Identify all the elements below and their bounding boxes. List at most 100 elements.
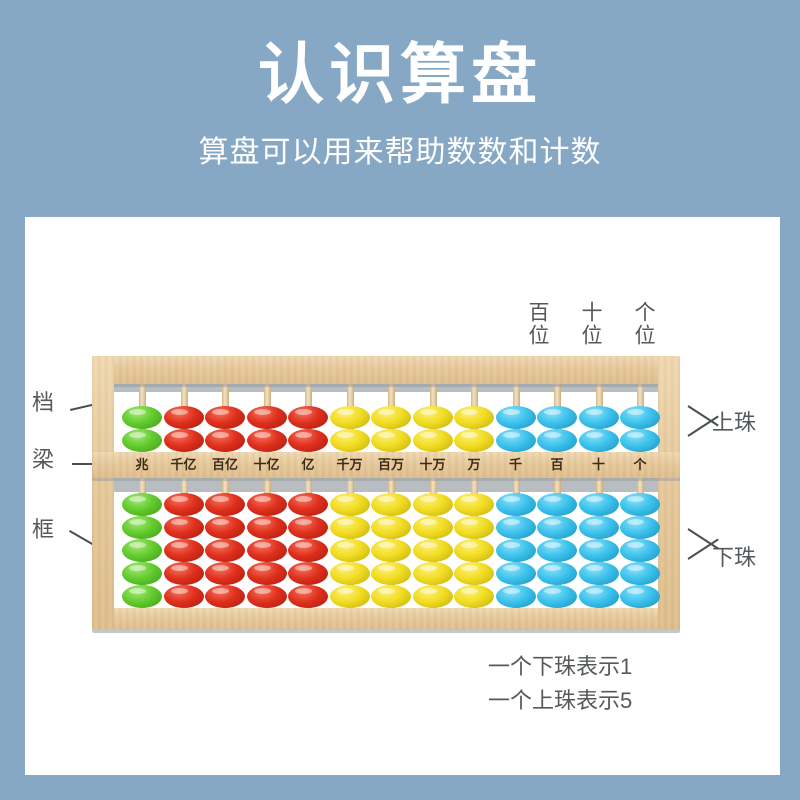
upper-bead[interactable] [578,429,619,452]
lower-bead[interactable] [122,493,162,516]
lower-bead[interactable] [578,516,619,539]
lower-bead[interactable] [288,585,328,608]
abacus-rod-7[interactable] [369,356,413,634]
upper-bead[interactable] [205,406,245,429]
lower-bead[interactable] [495,585,536,608]
lower-bead[interactable] [288,539,328,562]
lower-bead[interactable] [495,493,536,516]
lower-bead[interactable] [163,516,204,539]
upper-bead[interactable] [163,429,204,452]
upper-bead[interactable] [122,429,162,452]
lower-bead[interactable] [371,516,411,539]
lower-bead[interactable] [205,493,245,516]
abacus-rod-11[interactable] [535,356,579,634]
lower-bead[interactable] [246,493,287,516]
lower-bead[interactable] [412,585,453,608]
upper-bead[interactable] [495,429,536,452]
upper-bead[interactable] [288,406,328,429]
lower-bead[interactable] [620,585,660,608]
upper-bead[interactable] [246,406,287,429]
lower-bead[interactable] [620,493,660,516]
lower-bead[interactable] [454,562,494,585]
abacus-rod-12[interactable] [577,356,621,634]
lower-bead[interactable] [412,562,453,585]
lower-bead[interactable] [205,516,245,539]
upper-bead[interactable] [122,406,162,429]
lower-bead[interactable] [537,562,577,585]
lower-bead[interactable] [329,516,370,539]
lower-bead[interactable] [537,539,577,562]
lower-bead[interactable] [537,585,577,608]
abacus-rod-9[interactable] [452,356,496,634]
lower-bead[interactable] [288,562,328,585]
lower-bead[interactable] [495,562,536,585]
upper-bead[interactable] [537,406,577,429]
lower-bead[interactable] [537,516,577,539]
upper-bead[interactable] [329,429,370,452]
upper-bead[interactable] [495,406,536,429]
upper-bead[interactable] [620,429,660,452]
upper-bead[interactable] [371,429,411,452]
lower-bead[interactable] [495,539,536,562]
lower-bead[interactable] [371,539,411,562]
upper-bead[interactable] [246,429,287,452]
lower-bead[interactable] [122,539,162,562]
abacus-rod-8[interactable] [411,356,455,634]
lower-bead[interactable] [205,585,245,608]
lower-bead[interactable] [454,539,494,562]
abacus-rod-5[interactable] [286,356,330,634]
upper-bead[interactable] [329,406,370,429]
lower-bead[interactable] [288,516,328,539]
abacus-rod-4[interactable] [245,356,289,634]
lower-bead[interactable] [163,585,204,608]
abacus-rod-3[interactable] [203,356,247,634]
lower-bead[interactable] [288,493,328,516]
lower-bead[interactable] [246,539,287,562]
lower-bead[interactable] [122,585,162,608]
lower-bead[interactable] [329,493,370,516]
abacus-rod-1[interactable] [120,356,164,634]
lower-bead[interactable] [412,516,453,539]
lower-bead[interactable] [122,516,162,539]
lower-bead[interactable] [163,562,204,585]
lower-bead[interactable] [246,516,287,539]
lower-bead[interactable] [163,539,204,562]
lower-bead[interactable] [246,562,287,585]
upper-bead[interactable] [578,406,619,429]
lower-bead[interactable] [246,585,287,608]
lower-bead[interactable] [578,539,619,562]
upper-bead[interactable] [371,406,411,429]
lower-bead[interactable] [454,493,494,516]
upper-bead[interactable] [288,429,328,452]
upper-bead[interactable] [537,429,577,452]
lower-bead[interactable] [329,539,370,562]
abacus-rod-10[interactable] [494,356,538,634]
lower-bead[interactable] [329,562,370,585]
lower-bead[interactable] [412,493,453,516]
lower-bead[interactable] [329,585,370,608]
lower-bead[interactable] [620,562,660,585]
lower-bead[interactable] [122,562,162,585]
lower-bead[interactable] [578,562,619,585]
lower-bead[interactable] [412,539,453,562]
upper-bead[interactable] [205,429,245,452]
upper-bead[interactable] [163,406,204,429]
lower-bead[interactable] [205,539,245,562]
lower-bead[interactable] [620,539,660,562]
abacus-rod-6[interactable] [328,356,372,634]
lower-bead[interactable] [537,493,577,516]
lower-bead[interactable] [495,516,536,539]
lower-bead[interactable] [454,585,494,608]
upper-bead[interactable] [620,406,660,429]
lower-bead[interactable] [371,493,411,516]
lower-bead[interactable] [371,562,411,585]
lower-bead[interactable] [371,585,411,608]
lower-bead[interactable] [578,493,619,516]
upper-bead[interactable] [454,429,494,452]
abacus-rods[interactable] [88,356,680,634]
abacus-rod-2[interactable] [162,356,206,634]
upper-bead[interactable] [412,406,453,429]
abacus-rod-13[interactable] [618,356,662,634]
lower-bead[interactable] [578,585,619,608]
upper-bead[interactable] [412,429,453,452]
